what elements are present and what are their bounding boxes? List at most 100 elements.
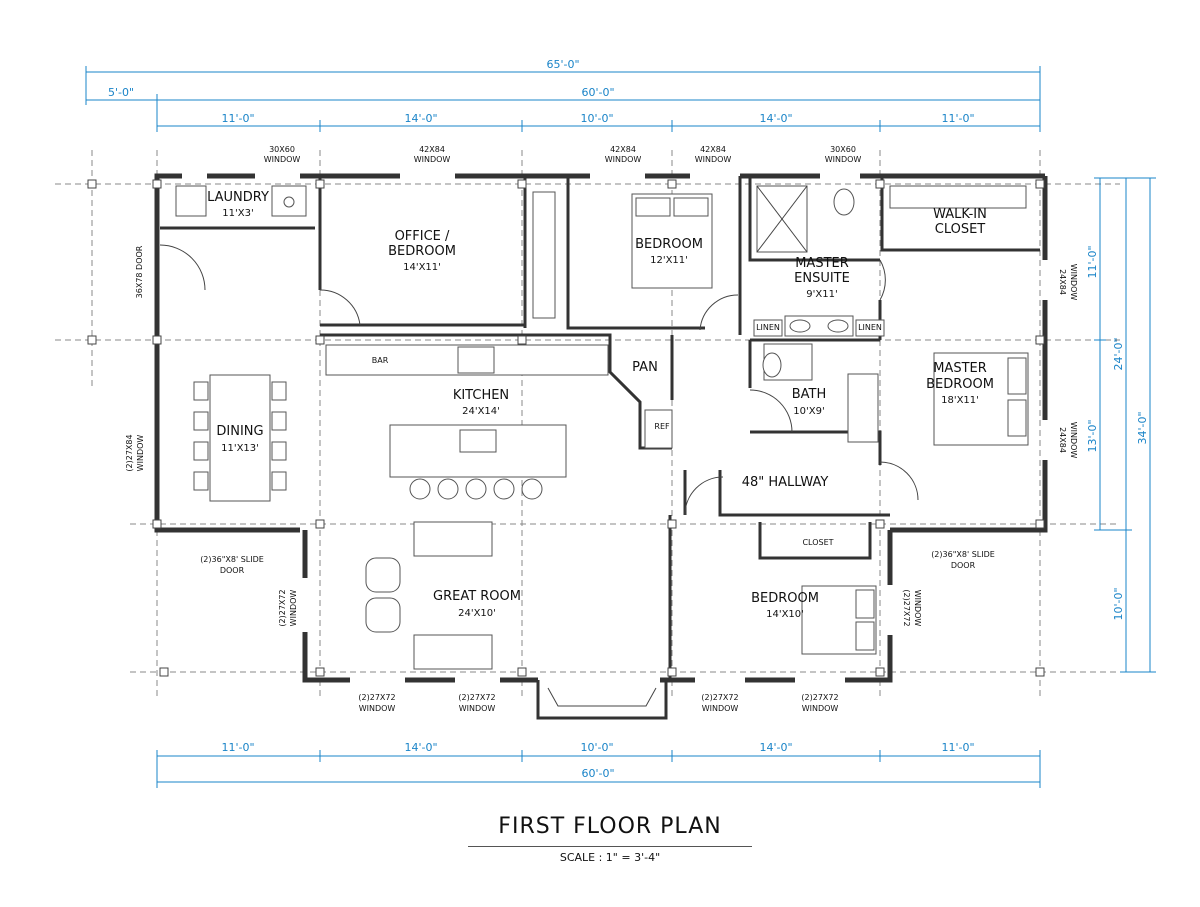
bar-label: BAR	[372, 356, 389, 365]
dining-table-icon	[209, 374, 271, 502]
dim-top-seg-2: 14'-0"	[404, 112, 437, 125]
dim-top-seg-3: 10'-0"	[580, 112, 613, 125]
pantry-label: PAN	[632, 360, 658, 375]
dim-main-width-bottom: 60'-0"	[581, 767, 614, 780]
refrigerator-label: REF	[654, 422, 670, 431]
dim-top-seg-1: 11'-0"	[221, 112, 254, 125]
sofa-bottom-icon	[413, 634, 493, 670]
dim-top-seg-5: 11'-0"	[941, 112, 974, 125]
dimension-labels: 65'-0" 5'-0" 60'-0" 11'-0" 14'-0" 10'-0"…	[108, 58, 1149, 780]
office-closet-icon	[532, 191, 556, 319]
walkin-label-line2: CLOSET	[935, 222, 986, 237]
drawing-title: FIRST FLOOR PLAN	[498, 814, 722, 839]
dim-overall-width: 65'-0"	[546, 58, 579, 71]
slide-door-left-type: DOOR	[220, 566, 245, 575]
kitchen-label: KITCHEN	[453, 388, 509, 403]
bottom-window-2-type: WINDOW	[459, 704, 496, 713]
top-window-1-size: 30X60	[269, 145, 295, 154]
bottom-window-1-type: WINDOW	[359, 704, 396, 713]
top-window-2-type: WINDOW	[414, 155, 451, 164]
title-underline	[468, 846, 752, 847]
dim-right-seg-3: 10'-0"	[1112, 587, 1125, 620]
dining-label: DINING	[216, 424, 263, 439]
right-window-2-size: 24X84	[1058, 427, 1067, 453]
great-room-window-size: (2)27X72	[278, 589, 287, 626]
armchair-1-icon	[365, 557, 401, 593]
bedroom-window-size: (2)27X72	[902, 589, 911, 626]
ensuite-label-line2: ENSUITE	[794, 271, 850, 286]
dim-right-overall: 34'-0"	[1136, 411, 1149, 444]
top-window-3-type: WINDOW	[605, 155, 642, 164]
slide-door-left-size: (2)36"X8' SLIDE	[200, 555, 264, 564]
bedroom-top-label: BEDROOM	[635, 237, 703, 252]
refrigerator-icon	[644, 409, 673, 449]
slide-door-right-type: DOOR	[951, 561, 976, 570]
dim-right-mid: 24'-0"	[1112, 337, 1125, 370]
bedroom-bottom-label: BEDROOM	[751, 591, 819, 606]
sofa-top-icon	[413, 521, 493, 557]
linen-left-label: LINEN	[756, 323, 780, 332]
great-room-window-type: WINDOW	[289, 590, 298, 627]
right-window-1-size: 24X84	[1058, 269, 1067, 295]
dim-bottom-seg-1: 11'-0"	[221, 741, 254, 754]
office-label-line1: OFFICE /	[395, 229, 450, 244]
toilet-bath-icon	[762, 352, 782, 378]
bathtub-icon	[847, 373, 879, 443]
bedroom-top-size: 12'X11'	[650, 255, 688, 266]
bottom-window-3-size: (2)27X72	[701, 693, 738, 702]
right-window-2-type: WINDOW	[1069, 422, 1078, 459]
bedroom-bottom-size: 14'X10'	[766, 609, 804, 620]
top-window-4-size: 42X84	[700, 145, 726, 154]
bottom-window-2-size: (2)27X72	[458, 693, 495, 702]
toilet-ensuite-icon	[833, 188, 855, 216]
top-window-4-type: WINDOW	[695, 155, 732, 164]
linen-right-label: LINEN	[858, 323, 882, 332]
laundry-label: LAUNDRY	[207, 190, 269, 205]
bedroom-window-type: WINDOW	[913, 590, 922, 627]
slide-door-right-size: (2)36"X8' SLIDE	[931, 550, 995, 559]
interior-walls	[160, 176, 1040, 680]
top-window-3-size: 42X84	[610, 145, 636, 154]
bath-size: 10'X9'	[793, 406, 824, 417]
dim-bottom-seg-3: 10'-0"	[580, 741, 613, 754]
master-bedroom-label-line2: BEDROOM	[926, 377, 994, 392]
drawing-scale: SCALE : 1" = 3'-4"	[559, 851, 661, 864]
dim-porch: 5'-0"	[108, 86, 134, 99]
hallway-label: 48" HALLWAY	[742, 475, 829, 490]
office-size: 14'X11'	[403, 262, 441, 273]
posts	[87, 179, 1045, 677]
walkin-label-line1: WALK-IN	[933, 207, 987, 222]
armchair-2-icon	[365, 597, 401, 633]
bath-label: BATH	[792, 387, 827, 402]
dim-main-width-top: 60'-0"	[581, 86, 614, 99]
kitchen-size: 24'X14'	[462, 406, 500, 417]
exterior-walls	[154, 173, 1048, 720]
walkin-rod-icon	[889, 185, 1027, 209]
dining-size: 11'X13'	[221, 443, 259, 454]
master-bedroom-label-line1: MASTER	[933, 361, 987, 376]
dim-right-seg-1: 11'-0"	[1086, 245, 1099, 278]
laundry-size: 11'X3'	[222, 208, 253, 219]
top-window-5-type: WINDOW	[825, 155, 862, 164]
left-door-note: 36X78 DOOR	[135, 245, 144, 298]
cooktop-icon	[457, 346, 495, 374]
opening-notes: 30X60 WINDOW 42X84 WINDOW 42X84 WINDOW 4…	[125, 145, 1078, 713]
bottom-window-1-size: (2)27X72	[358, 693, 395, 702]
top-window-1-type: WINDOW	[264, 155, 301, 164]
left-window-type: WINDOW	[136, 435, 145, 472]
room-labels: LAUNDRY 11'X3' OFFICE / BEDROOM 14'X11' …	[207, 190, 994, 620]
bottom-window-4-size: (2)27X72	[801, 693, 838, 702]
fixtures	[175, 185, 1029, 707]
ensuite-label-line1: MASTER	[795, 256, 849, 271]
ensuite-size: 9'X11'	[806, 289, 837, 300]
master-bedroom-size: 18'X11'	[941, 395, 979, 406]
bottom-window-4-type: WINDOW	[802, 704, 839, 713]
door-swings	[159, 244, 919, 516]
office-label-line2: BEDROOM	[388, 244, 456, 259]
bottom-window-3-type: WINDOW	[702, 704, 739, 713]
dim-right-seg-2: 13'-0"	[1086, 419, 1099, 452]
great-room-size: 24'X10'	[458, 608, 496, 619]
island-sink-icon	[459, 429, 497, 453]
dim-bottom-seg-2: 14'-0"	[404, 741, 437, 754]
